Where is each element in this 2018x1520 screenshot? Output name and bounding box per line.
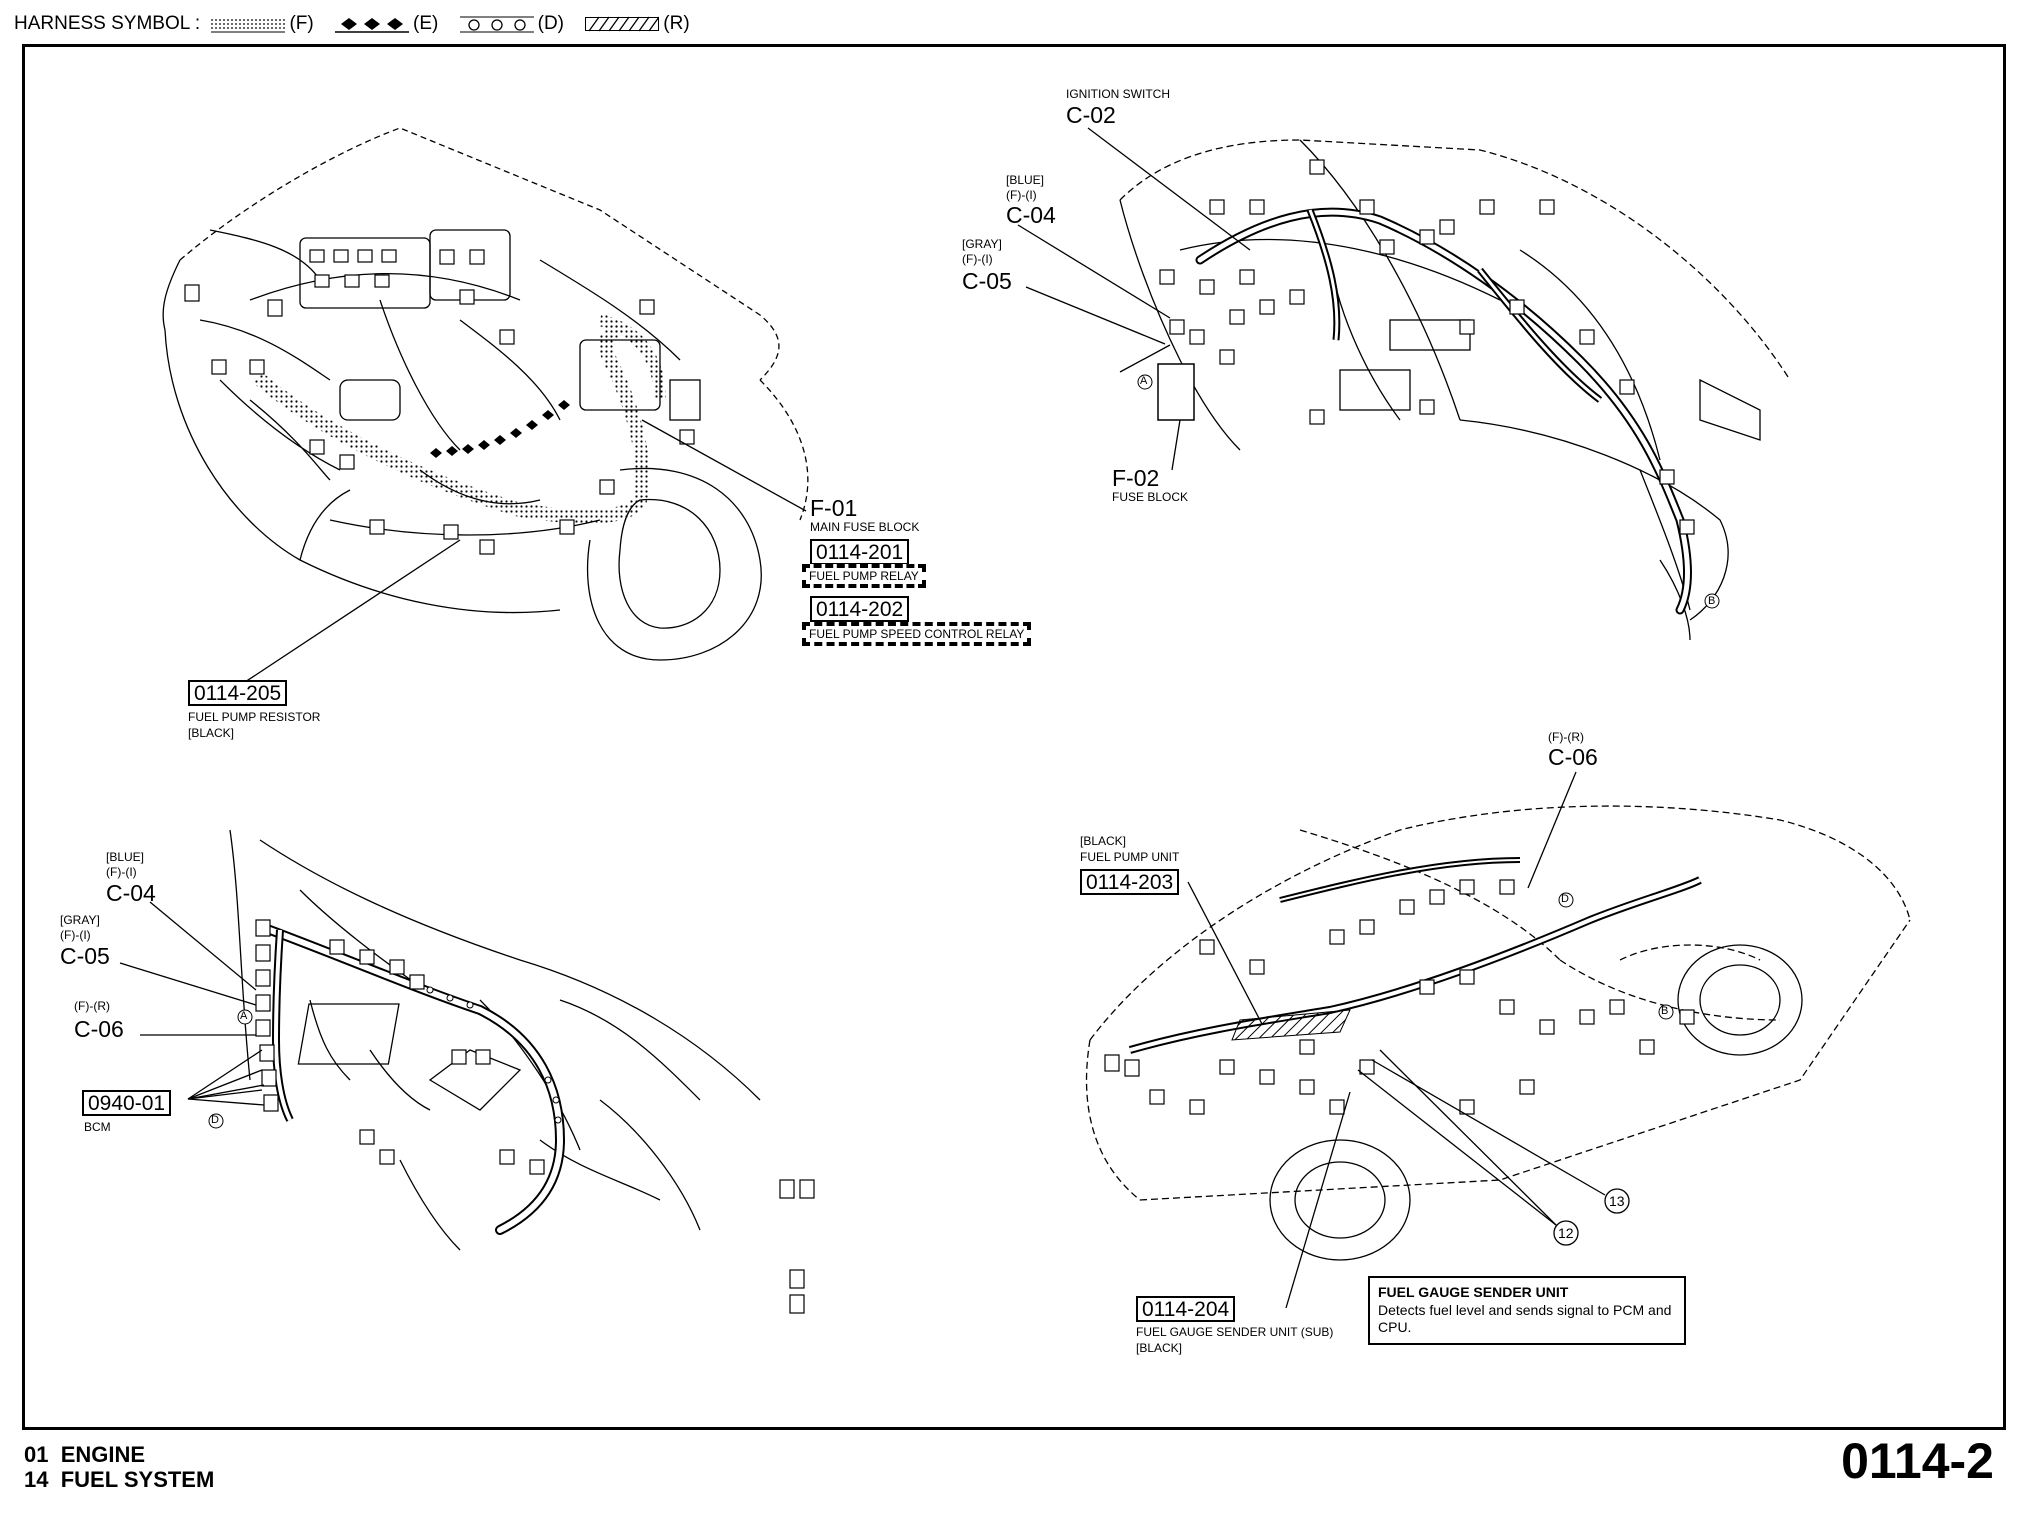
bcm-marker-d-circle	[208, 1113, 224, 1129]
leader-lines	[119, 127, 1606, 1309]
bcm-marker-a: A	[240, 1010, 248, 1022]
fuse-block-name: FUSE BLOCK	[1112, 490, 1189, 504]
dash-c05-color: [GRAY]	[962, 237, 1002, 251]
bcm-marker-d: D	[211, 1114, 219, 1126]
fuel-pump-resistor-code[interactable]: 0114-205	[188, 680, 288, 706]
engine-dotted-harness	[253, 324, 650, 524]
legend-code-f: (F)	[289, 13, 314, 35]
fuel-pump-speed-relay-code[interactable]: 0114-202	[810, 596, 910, 622]
main-fuse-code: F-01	[810, 495, 858, 521]
car-rear-hatched-harness	[1231, 1009, 1351, 1041]
dash-marker-a: A	[1140, 375, 1148, 387]
section-footer: 01 ENGINE 14 FUEL SYSTEM	[24, 1442, 214, 1493]
engine-compartment-drawing	[162, 127, 809, 661]
fuel-pump-unit-code[interactable]: 0114-203	[1080, 869, 1180, 895]
bcm-connectors	[255, 919, 815, 1314]
info-box-title: FUEL GAUGE SENDER UNIT	[1378, 1284, 1569, 1300]
bcm-c05-color: [GRAY]	[60, 913, 100, 927]
bcm-harness-circles	[426, 986, 562, 1124]
dashboard-main-harness-inner	[1197, 209, 1690, 613]
ignition-switch-name: IGNITION SWITCH	[1066, 87, 1170, 101]
dash-c05-code: C-05	[962, 268, 1012, 294]
fuel-gauge-sender-name: FUEL GAUGE SENDER UNIT (SUB)	[1136, 1325, 1334, 1339]
engine-dotted-harness-2	[598, 314, 666, 401]
car-main-harness	[1128, 876, 1702, 1054]
main-fuse-name: MAIN FUSE BLOCK	[810, 520, 920, 534]
bcm-code[interactable]: 0940-01	[82, 1090, 172, 1116]
bcm-main-harness-inner	[267, 927, 564, 1233]
dash-marker-a-circle	[1137, 374, 1153, 390]
dash-c04-harness: (F)-(I)	[1006, 188, 1037, 202]
car-connectors	[1104, 879, 1695, 1115]
circle-harness-symbol	[459, 16, 534, 33]
dashboard-harness-branch	[1306, 208, 1341, 341]
fuel-pump-resistor-name: FUEL PUMP RESISTOR	[188, 710, 321, 724]
ignition-switch-code: C-02	[1066, 102, 1116, 128]
car-c06-harness: (F)-(R)	[1548, 730, 1584, 744]
fuel-pump-relay-name: FUEL PUMP RELAY	[802, 564, 926, 588]
engine-diamond-harness	[430, 400, 570, 458]
bcm-dash-drawing	[229, 829, 761, 1251]
dash-c05-harness: (F)-(I)	[962, 252, 993, 266]
legend-code-d: (D)	[537, 13, 565, 35]
dashboard-connectors	[1159, 159, 1695, 535]
bcm-c05-code: C-05	[60, 943, 110, 969]
car-main-harness-inner	[1129, 878, 1701, 1052]
fuel-gauge-sender-color: [BLACK]	[1136, 1341, 1183, 1355]
dashboard-harness-branch-inner	[1308, 209, 1339, 341]
harness-symbol-legend: HARNESS SYMBOL : (F) (E) (D) (R)	[14, 14, 700, 33]
fuel-pump-unit-name: FUEL PUMP UNIT	[1080, 850, 1180, 864]
callout-13-circle	[1604, 1188, 1630, 1214]
fuel-pump-speed-relay-name: FUEL PUMP SPEED CONTROL RELAY	[802, 622, 1032, 646]
callout-12-circle	[1553, 1220, 1579, 1246]
fuel-gauge-sender-code[interactable]: 0114-204	[1136, 1296, 1236, 1322]
fuel-gauge-sender-info-box: FUEL GAUGE SENDER UNIT Detects fuel leve…	[1368, 1276, 1686, 1345]
fuel-pump-unit-color: [BLACK]	[1080, 834, 1127, 848]
dotted-harness-symbol	[211, 16, 286, 33]
car-marker-b: B	[1661, 1005, 1669, 1017]
hatched-harness-symbol	[585, 16, 660, 32]
dash-c04-color: [BLUE]	[1006, 173, 1045, 187]
dash-marker-b: B	[1708, 595, 1716, 607]
bcm-c04-color: [BLUE]	[106, 850, 145, 864]
car-marker-d-circle	[1558, 892, 1574, 908]
bcm-c04-code: C-04	[106, 880, 156, 906]
car-body-drawing	[1085, 805, 1911, 1201]
car-marker-b-circle	[1658, 1004, 1674, 1020]
fuel-pump-relay-code[interactable]: 0114-201	[810, 539, 910, 565]
page-number: 0114-2	[1841, 1433, 1994, 1489]
footer-section-engine: 01 ENGINE	[24, 1442, 146, 1467]
engine-connectors	[184, 249, 695, 555]
fuel-pump-resistor-color: [BLACK]	[188, 726, 235, 740]
callout-13: 13	[1609, 1193, 1625, 1209]
car-wheels	[1269, 944, 1803, 1261]
footer-section-fuel-system: 14 FUEL SYSTEM	[24, 1467, 215, 1493]
dashboard-harness-branch2-inner	[1478, 269, 1601, 402]
bcm-marker-a-circle	[237, 1009, 253, 1025]
bcm-name: BCM	[84, 1120, 111, 1134]
fuse-block-code: F-02	[1112, 465, 1160, 491]
callout-12: 12	[1558, 1225, 1574, 1241]
diagram-frame	[22, 44, 2006, 1430]
info-box-text: Detects fuel level and sends signal to P…	[1378, 1301, 1672, 1336]
bcm-c06-code: C-06	[74, 1016, 124, 1042]
car-roof-harness	[1279, 857, 1521, 903]
bcm-c05-harness: (F)-(I)	[60, 928, 91, 942]
fuse-block-f02-shape	[1157, 363, 1195, 421]
car-marker-d: D	[1561, 893, 1569, 905]
dash-marker-b-circle	[1704, 593, 1720, 609]
car-roof-harness-inner	[1279, 859, 1521, 901]
dash-c04-code: C-04	[1006, 202, 1056, 228]
dashboard-main-harness	[1195, 207, 1692, 615]
legend-code-r: (R)	[663, 13, 690, 35]
bcm-vertical-harness-inner	[273, 929, 292, 1121]
bcm-c06-harness: (F)-(R)	[74, 999, 110, 1013]
legend-label: HARNESS SYMBOL :	[14, 13, 201, 34]
legend-code-e: (E)	[413, 13, 439, 35]
diamond-harness-symbol	[335, 17, 410, 33]
car-c06-code: C-06	[1548, 744, 1598, 770]
bcm-c04-harness: (F)-(I)	[106, 865, 137, 879]
